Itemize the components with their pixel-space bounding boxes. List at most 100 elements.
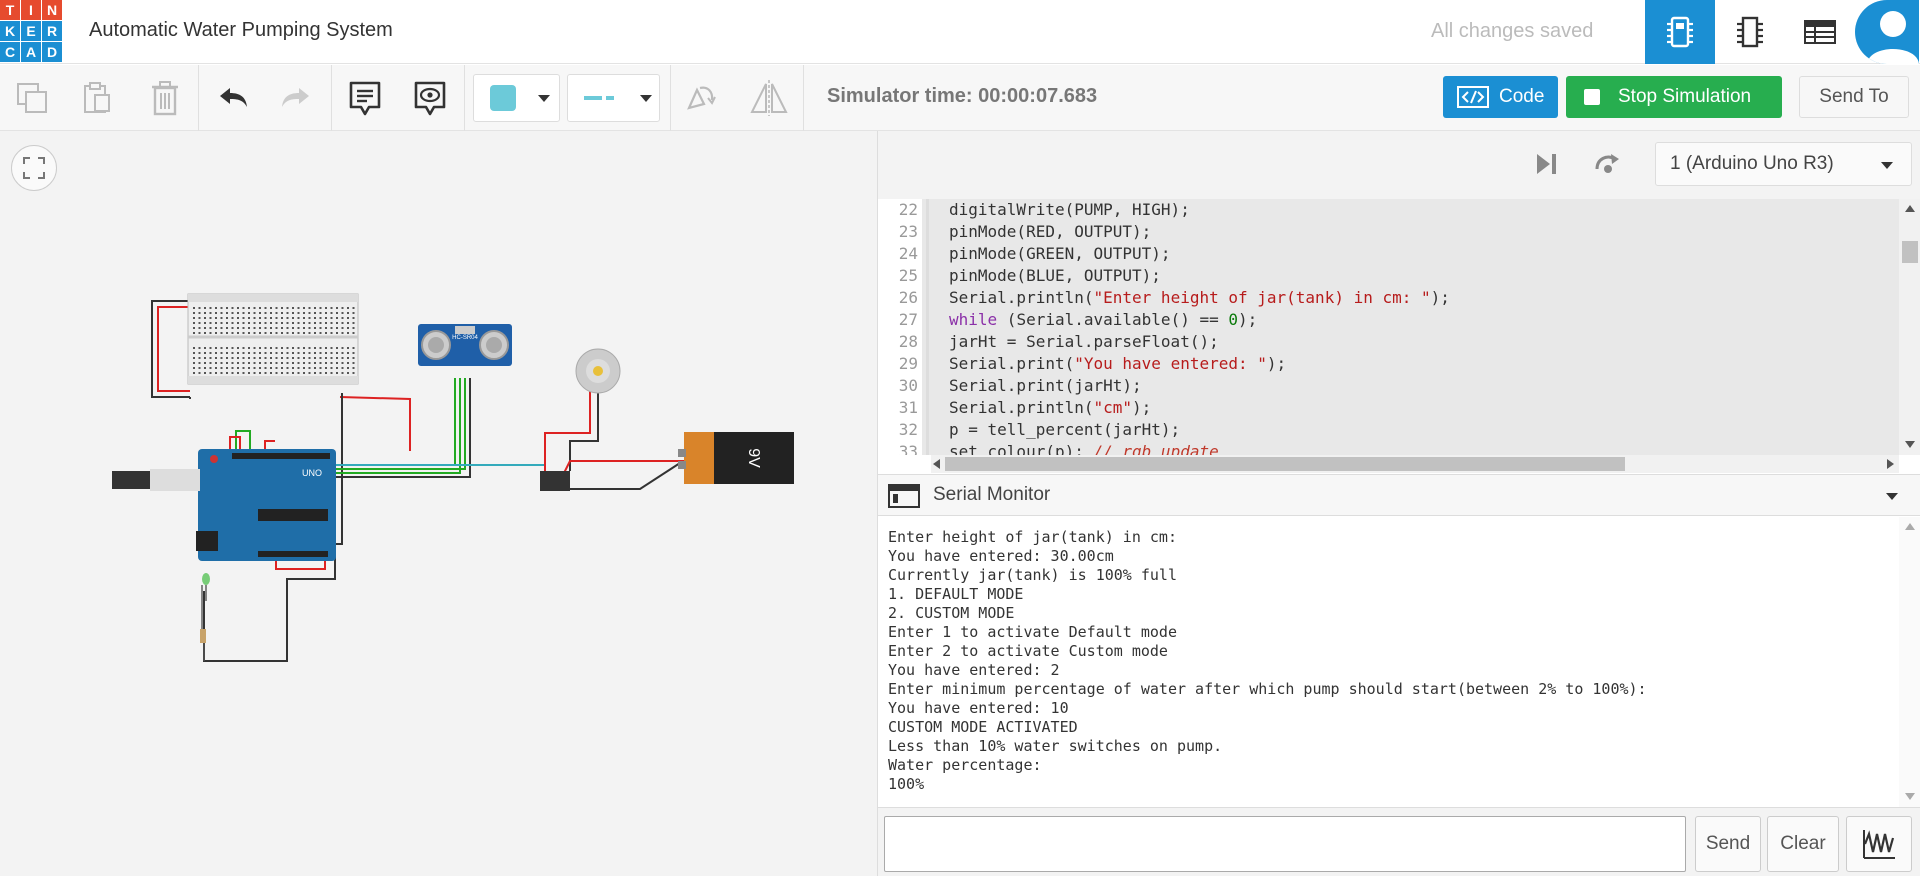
line-number: 30 <box>878 375 922 397</box>
stop-simulation-button[interactable]: Stop Simulation <box>1566 76 1782 118</box>
redo-button[interactable] <box>276 78 316 118</box>
breadboard-hole <box>259 322 261 324</box>
serial-vertical-scrollbar[interactable] <box>1899 517 1920 807</box>
step-button[interactable] <box>1534 152 1560 181</box>
breadboard-hole <box>209 352 212 354</box>
breadboard-hole <box>297 327 300 329</box>
serial-plotter-button[interactable] <box>1846 816 1912 872</box>
breadboard-hole <box>270 357 272 359</box>
breadboard-hole <box>253 367 256 369</box>
breadboard-hole <box>270 332 272 334</box>
breadboard-hole <box>242 312 245 314</box>
project-title[interactable]: Automatic Water Pumping System <box>89 19 393 41</box>
paste-button[interactable] <box>77 78 117 118</box>
breadboard-hole <box>297 357 300 359</box>
code-horizontal-scrollbar[interactable] <box>931 455 1899 473</box>
restart-button[interactable] <box>1593 151 1623 182</box>
breadboard-hole <box>314 327 316 329</box>
scroll-thumb[interactable] <box>1902 241 1918 263</box>
breadboard-hole <box>314 372 316 374</box>
breadboard-hole <box>204 367 206 369</box>
main-toolbar: Simulator time: 00:00:07.683 Code Stop S… <box>0 65 1920 131</box>
serial-send-button[interactable]: Send <box>1695 816 1761 872</box>
rotate-button[interactable] <box>680 78 720 118</box>
color-picker-dropdown[interactable] <box>473 74 560 122</box>
trash-icon <box>152 81 178 116</box>
breadboard-hole <box>193 352 195 354</box>
breadboard-hole <box>281 322 283 324</box>
user-avatar[interactable] <box>1855 0 1919 64</box>
serial-input[interactable] <box>884 816 1686 872</box>
breadboard-hole <box>308 322 311 324</box>
code-text: p = tell_percent(jarHt); <box>926 419 1180 441</box>
breadboard-hole <box>308 317 311 319</box>
undo-button[interactable] <box>213 78 253 118</box>
code-button[interactable]: Code <box>1443 76 1558 118</box>
arrow-right-icon <box>1887 459 1894 469</box>
breadboard-hole <box>220 317 223 319</box>
copy-button[interactable] <box>12 78 52 118</box>
breadboard-hole <box>297 367 300 369</box>
breadboard-hole <box>248 317 250 319</box>
code-token: pinMode(GREEN, OUTPUT); <box>949 244 1171 263</box>
breadboard-hole <box>237 307 239 309</box>
arrow-up-icon <box>1905 205 1915 212</box>
breadboard-hole <box>248 307 250 309</box>
breadboard-hole <box>193 357 195 359</box>
redo-icon <box>282 88 309 107</box>
breadboard-hole <box>303 327 305 329</box>
breadboard-hole <box>209 307 212 309</box>
breadboard-hole <box>297 362 300 364</box>
fit-view-button[interactable] <box>11 145 57 191</box>
breadboard-hole <box>286 317 289 319</box>
breadboard <box>187 293 359 385</box>
breadboard-hole <box>352 327 355 329</box>
breadboard-hole <box>220 327 223 329</box>
breadboard-hole <box>204 327 206 329</box>
serial-clear-button[interactable]: Clear <box>1767 816 1839 872</box>
breadboard-hole <box>226 327 228 329</box>
breadboard-hole <box>330 357 333 359</box>
code-vertical-scrollbar[interactable] <box>1899 199 1920 455</box>
scroll-thumb[interactable] <box>945 457 1625 471</box>
notes-button[interactable] <box>345 78 385 118</box>
board-selector[interactable]: 1 (Arduino Uno R3) <box>1655 142 1912 186</box>
breadboard-hole <box>204 312 206 314</box>
serial-monitor-header[interactable]: Serial Monitor <box>878 474 1920 516</box>
wire-type-dropdown[interactable] <box>567 74 660 122</box>
breadboard-hole <box>303 307 305 309</box>
breadboard-hole <box>330 312 333 314</box>
breadboard-hole <box>237 322 239 324</box>
collapse-chevron-icon[interactable] <box>1886 493 1898 500</box>
send-to-button[interactable]: Send To <box>1799 76 1909 118</box>
delete-button[interactable] <box>145 78 185 118</box>
circuit-view-button[interactable] <box>1645 0 1715 64</box>
component-list-button[interactable] <box>1785 0 1855 64</box>
svg-text:UNO: UNO <box>302 468 322 478</box>
breadboard-hole <box>325 307 327 309</box>
toggle-notes-visibility-button[interactable] <box>410 78 450 118</box>
breadboard-hole <box>193 372 195 374</box>
breadboard-hole <box>204 357 206 359</box>
flip-button[interactable] <box>749 78 789 118</box>
breadboard-hole <box>303 362 305 364</box>
breadboard-hole <box>292 352 294 354</box>
breadboard-hole <box>286 352 289 354</box>
breadboard-hole <box>264 352 267 354</box>
schematic-view-button[interactable] <box>1715 0 1785 64</box>
circuit-canvas[interactable]: HC-SR04 9V UNO <box>0 131 877 876</box>
